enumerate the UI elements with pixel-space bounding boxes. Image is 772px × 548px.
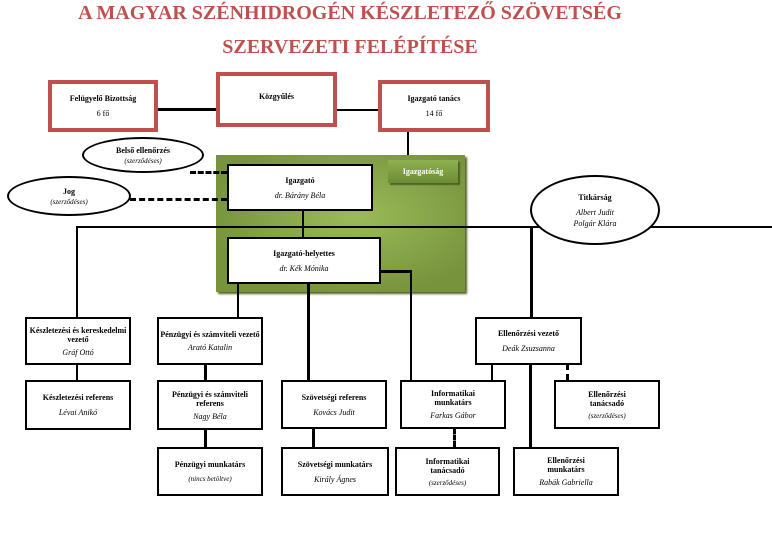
connector bbox=[76, 226, 772, 228]
node-title: Készletezési és kereskedelmi vezető bbox=[29, 325, 127, 344]
node-sub: (szerződéses) bbox=[50, 197, 88, 206]
node-title: Informatikai tanácsadó bbox=[425, 456, 470, 475]
connector bbox=[410, 270, 412, 380]
connector bbox=[380, 270, 412, 273]
node-sub: 6 fő bbox=[96, 109, 110, 118]
node-title: Belső ellenőrzés bbox=[116, 145, 170, 155]
node-sub: 14 fő bbox=[425, 109, 443, 118]
node-sub: Farkas Gábor bbox=[430, 411, 476, 420]
ellenorzesi-tanacsado-box: Ellenőrzési tanácsadó (szerződéses) bbox=[554, 380, 660, 429]
node-title: Igazgató bbox=[285, 175, 315, 185]
connector bbox=[76, 364, 78, 380]
penzugyi-munkatars-box: Pénzügyi munkatárs (nincs betöltve) bbox=[157, 447, 263, 496]
igazgato-helyettes-box: Igazgató-helyettes dr. Kék Mónika bbox=[227, 237, 381, 284]
title-line1: A MAGYAR SZÉNHIDROGÉN KÉSZLETEZŐ SZÖVETS… bbox=[78, 2, 622, 24]
connector bbox=[407, 131, 409, 155]
jog-ellipse: Jog(szerződéses) bbox=[7, 176, 131, 216]
node-title: Készletezési referens bbox=[42, 393, 114, 402]
node-sub: Nagy Béla bbox=[193, 411, 227, 421]
belso-ellenorzes-ellipse: Belső ellenőrzés(szerződéses) bbox=[82, 137, 204, 173]
node-sub: dr. Kék Mónika bbox=[279, 263, 329, 273]
node-title: Informatikai munkatárs bbox=[431, 389, 475, 407]
connector bbox=[76, 226, 78, 317]
node-title: Felügyelő Bizottság bbox=[69, 94, 137, 103]
node-sub: (nincs betöltve) bbox=[188, 475, 232, 483]
connector bbox=[302, 210, 304, 237]
dashed-connector bbox=[566, 364, 569, 380]
node-sub: (szerződéses) bbox=[124, 156, 162, 165]
node-sub: (szerződéses) bbox=[588, 411, 626, 420]
node-sub: dr. Bárány Béla bbox=[274, 190, 326, 200]
connector bbox=[204, 429, 207, 447]
node-sub: Rabák Gabriella bbox=[539, 478, 593, 487]
node-title: Igazgató tanács bbox=[407, 94, 461, 103]
kozgyules-box: Közgyűlés bbox=[216, 72, 337, 127]
node-title: Ellenőrzési tanácsadó bbox=[588, 389, 626, 408]
node-title: Pénzügyi munkatárs bbox=[174, 460, 246, 469]
node-title: Titkárság bbox=[578, 192, 612, 202]
dashed-connector bbox=[130, 198, 227, 201]
node-title: Pénzügyi és számviteli referens bbox=[172, 389, 248, 408]
title-line2: SZERVEZETI FELÉPÍTÉSE bbox=[222, 36, 478, 58]
node-sub: Lévai Anikó bbox=[58, 408, 98, 417]
node-title: Ellenőrzési munkatárs bbox=[547, 456, 585, 474]
node-sub: (szerződéses) bbox=[428, 478, 467, 487]
node-title: Közgyűlés bbox=[258, 92, 295, 101]
connector bbox=[336, 109, 378, 111]
node-title: Szövetségi referens bbox=[301, 392, 367, 402]
node-sub: Polgár Klára bbox=[573, 218, 617, 228]
node-sub: Kovács Judit bbox=[313, 407, 355, 417]
connector bbox=[204, 364, 207, 380]
node-title: Szövetségi munkatárs bbox=[297, 459, 373, 469]
igazgato-box: Igazgató dr. Bárány Béla bbox=[227, 164, 373, 211]
node-sub: Arató Katalin bbox=[187, 343, 233, 352]
connector bbox=[491, 364, 493, 380]
connector bbox=[237, 283, 239, 317]
informatikai-tanacsado-box: Informatikai tanácsadó (szerződéses) bbox=[395, 447, 500, 496]
node-title: Jog bbox=[63, 186, 75, 196]
connector bbox=[312, 428, 315, 447]
dashed-connector bbox=[190, 171, 227, 174]
node-title: Ellenőrzési vezető bbox=[497, 329, 560, 338]
node-sub: Gráf Ottó bbox=[62, 347, 94, 357]
felugyelo-bizottsag-box: Felügyelő Bizottság 6 fő bbox=[48, 80, 158, 132]
node-title: Pénzügyi és számviteli vezető bbox=[160, 330, 260, 339]
connector bbox=[157, 108, 216, 111]
connector bbox=[307, 283, 310, 380]
dashed-connector bbox=[453, 428, 456, 447]
igazgatosag-label: Igazgatóság bbox=[388, 160, 458, 183]
igazgato-tanacs-box: Igazgató tanács 14 fő bbox=[378, 80, 490, 132]
node-sub: Deák Zsuzsanna bbox=[502, 344, 555, 353]
connector bbox=[530, 226, 533, 317]
node-sub: Király Ágnes bbox=[314, 474, 356, 484]
connector bbox=[529, 364, 532, 447]
node-title: Igazgató-helyettes bbox=[273, 248, 335, 258]
node-sub: Albert Judit bbox=[576, 207, 614, 217]
